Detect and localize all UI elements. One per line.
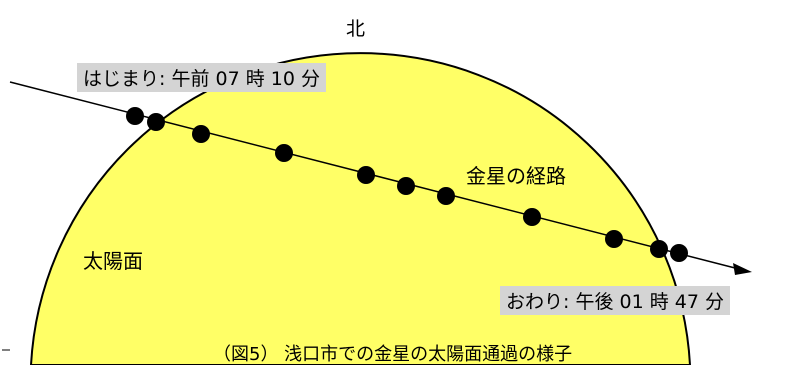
venus-positions [126,107,688,262]
venus-dot-9 [605,230,623,248]
figure-caption: （図5） 浅口市での金星の太陽面通過の様子 [213,344,573,365]
venus-dot-11 [670,244,688,262]
arrow-head-icon [733,263,752,275]
venus-dot-5 [357,166,375,184]
venus-dot-3 [192,125,210,143]
venus-dot-4 [275,144,293,162]
venus-dot-2 [147,113,165,131]
venus-path-label: 金星の経路 [466,164,566,188]
start-time-label: はじまり: 午前 07 時 10 分 [77,63,326,92]
sun-surface-label: 太陽面 [83,249,143,273]
venus-dot-1 [126,107,144,125]
north-label: 北 [346,18,366,40]
end-time-label: おわり: 午後 01 時 47 分 [500,286,730,315]
venus-dot-10 [650,240,668,258]
venus-dot-8 [523,208,541,226]
sun-disk [29,52,692,366]
venus-dot-7 [437,187,455,205]
venus-dot-6 [397,177,415,195]
